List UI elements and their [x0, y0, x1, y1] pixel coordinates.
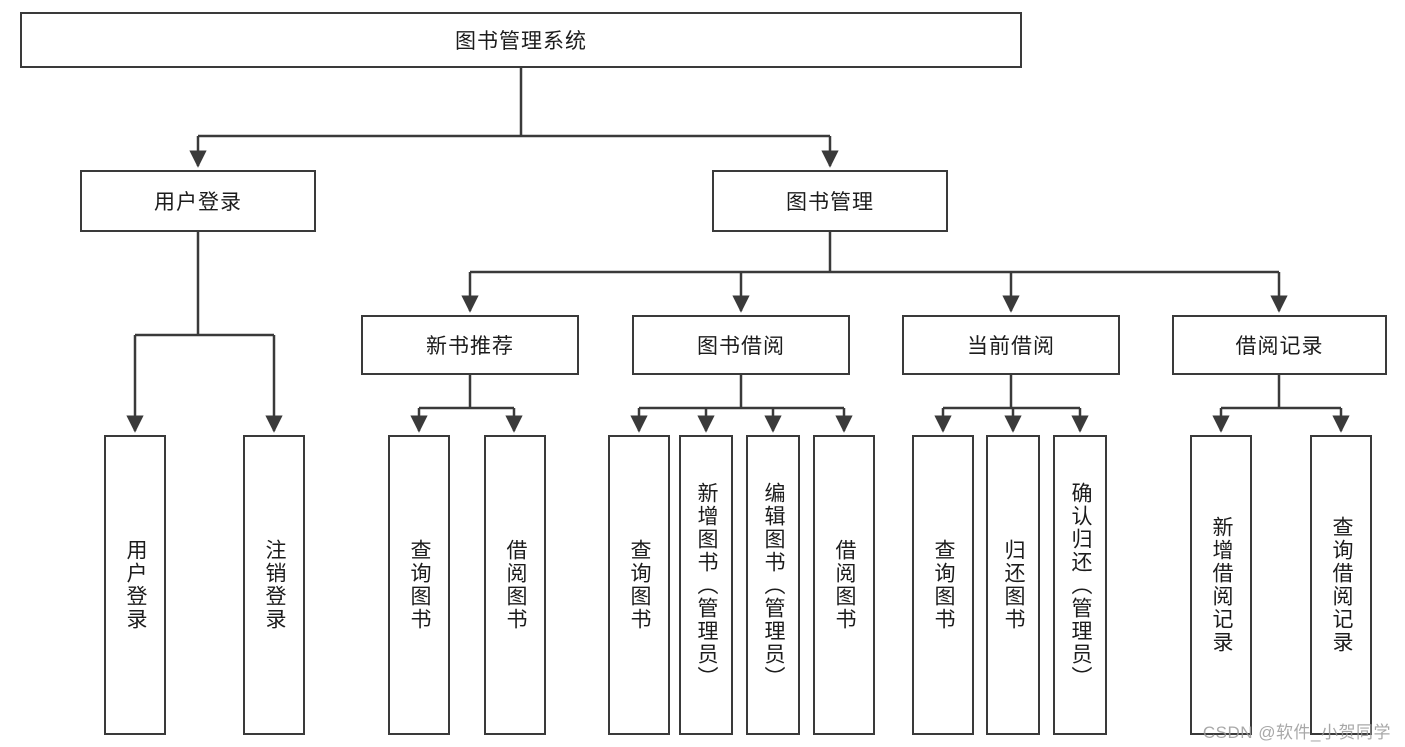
leaf-query-book-2-label: 查询图书 [628, 539, 652, 631]
node-book-borrow-label: 图书借阅 [697, 335, 785, 358]
leaf-confirm-return-label: 确认归还（管理员） [1069, 481, 1093, 689]
leaf-edit-book[interactable]: 编辑图书（管理员） [746, 435, 800, 735]
node-current-borrow-label: 当前借阅 [967, 335, 1055, 358]
leaf-query-book-1[interactable]: 查询图书 [388, 435, 450, 735]
leaf-borrow-book-2-label: 借阅图书 [833, 539, 857, 631]
leaf-user-logout-label: 注销登录 [263, 539, 287, 631]
node-book-management-label: 图书管理 [786, 191, 874, 214]
leaf-query-book-1-label: 查询图书 [408, 539, 432, 631]
leaf-add-borrow-record-label: 新增借阅记录 [1210, 516, 1234, 654]
leaf-confirm-return[interactable]: 确认归还（管理员） [1053, 435, 1107, 735]
leaf-add-borrow-record[interactable]: 新增借阅记录 [1190, 435, 1252, 735]
leaf-edit-book-label: 编辑图书（管理员） [762, 481, 786, 689]
leaf-borrow-book-1-label: 借阅图书 [504, 539, 528, 631]
leaf-add-book[interactable]: 新增图书（管理员） [679, 435, 733, 735]
node-user-login[interactable]: 用户登录 [80, 170, 316, 232]
leaf-query-book-3-label: 查询图书 [932, 539, 956, 631]
watermark: CSDN @软件_小贺同学 [1202, 723, 1391, 742]
node-book-management[interactable]: 图书管理 [712, 170, 948, 232]
node-book-borrow[interactable]: 图书借阅 [632, 315, 850, 375]
leaf-return-book[interactable]: 归还图书 [986, 435, 1040, 735]
node-new-book-recommend-label: 新书推荐 [426, 335, 514, 358]
node-root-label: 图书管理系统 [455, 30, 587, 53]
leaf-user-login-label: 用户登录 [124, 539, 148, 631]
node-root[interactable]: 图书管理系统 [20, 12, 1022, 68]
leaf-add-book-label: 新增图书（管理员） [695, 481, 719, 689]
leaf-user-logout[interactable]: 注销登录 [243, 435, 305, 735]
leaf-query-borrow-record-label: 查询借阅记录 [1330, 516, 1354, 654]
leaf-query-book-2[interactable]: 查询图书 [608, 435, 670, 735]
node-borrow-record[interactable]: 借阅记录 [1172, 315, 1387, 375]
leaf-query-book-3[interactable]: 查询图书 [912, 435, 974, 735]
leaf-user-login[interactable]: 用户登录 [104, 435, 166, 735]
node-current-borrow[interactable]: 当前借阅 [902, 315, 1120, 375]
leaf-query-borrow-record[interactable]: 查询借阅记录 [1310, 435, 1372, 735]
leaf-borrow-book-2[interactable]: 借阅图书 [813, 435, 875, 735]
leaf-return-book-label: 归还图书 [1002, 539, 1026, 631]
node-new-book-recommend[interactable]: 新书推荐 [361, 315, 579, 375]
leaf-borrow-book-1[interactable]: 借阅图书 [484, 435, 546, 735]
node-borrow-record-label: 借阅记录 [1235, 335, 1324, 358]
node-user-login-label: 用户登录 [154, 191, 242, 214]
